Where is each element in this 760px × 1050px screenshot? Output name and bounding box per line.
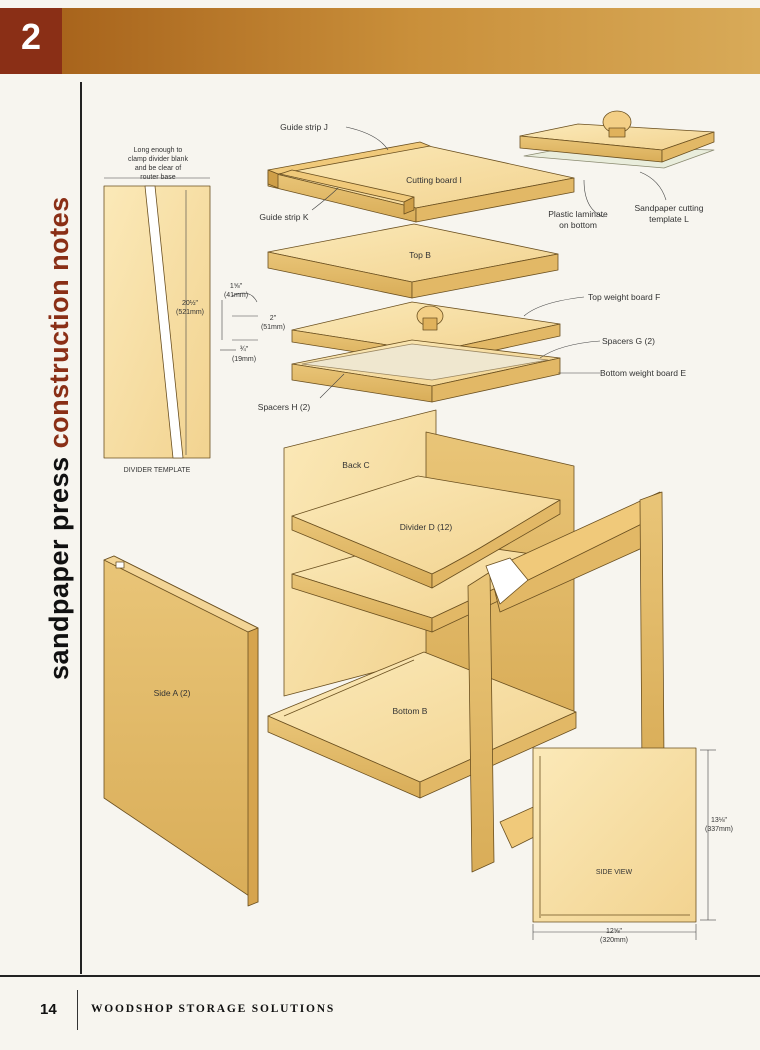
template-caption: DIVIDER TEMPLATE bbox=[124, 467, 191, 474]
label-top-b: Top B bbox=[409, 250, 431, 260]
template-dimension-lines bbox=[104, 177, 258, 455]
footer-separator bbox=[77, 990, 78, 1030]
page-frame-left bbox=[80, 82, 82, 974]
template-note-line-4: router base bbox=[140, 174, 176, 181]
side-view-width-in: 12⅝" bbox=[606, 928, 623, 935]
template-dim1-mm: (41mm) bbox=[224, 292, 248, 299]
side-view-labels: SIDE VIEW 13⅛" (337mm) 12⅝" (320mm) bbox=[596, 817, 733, 944]
divider-template bbox=[103, 185, 211, 459]
template-dim3-mm: (19mm) bbox=[232, 356, 256, 363]
bottom-weight-board bbox=[291, 339, 561, 403]
label-cutting-board: Cutting board I bbox=[406, 175, 462, 185]
label-divider-d: Divider D (12) bbox=[400, 522, 453, 532]
leader-lines bbox=[311, 126, 667, 399]
label-guide-strip-k: Guide strip K bbox=[259, 212, 308, 222]
label-bottom-weight-board: Bottom weight board E bbox=[600, 368, 686, 378]
side-view-height-mm: (337mm) bbox=[705, 826, 733, 833]
label-sandpaper-template-1: Sandpaper cutting bbox=[635, 203, 704, 213]
label-plastic-laminate-1: Plastic laminate bbox=[548, 209, 608, 219]
label-guide-strip-j: Guide strip J bbox=[280, 122, 328, 132]
page-number: 14 bbox=[40, 1001, 57, 1018]
side-view-height-in: 13⅛" bbox=[711, 817, 728, 824]
bottom-b bbox=[267, 651, 577, 799]
label-spacers-g: Spacers G (2) bbox=[602, 336, 655, 346]
label-spacers-h: Spacers H (2) bbox=[258, 402, 311, 412]
top-b bbox=[267, 223, 559, 299]
side-view bbox=[532, 747, 697, 923]
template-dim3-in: ¾" bbox=[240, 346, 249, 353]
side-a bbox=[103, 555, 259, 907]
template-note-line-3: and be clear of bbox=[135, 165, 181, 172]
page-frame-bottom bbox=[0, 975, 760, 977]
side-view-caption: SIDE VIEW bbox=[596, 869, 633, 876]
publication-title: WOODSHOP STORAGE SOLUTIONS bbox=[91, 1003, 336, 1015]
label-bottom-b: Bottom B bbox=[393, 706, 428, 716]
sandpaper-template bbox=[519, 110, 715, 169]
divider-d bbox=[291, 475, 561, 589]
header-bar: 2 bbox=[0, 0, 760, 74]
header-gold-band bbox=[62, 8, 760, 74]
side-view-dimension-lines bbox=[532, 749, 716, 940]
label-back-c: Back C bbox=[342, 460, 369, 470]
label-sandpaper-template-2: template L bbox=[649, 214, 689, 224]
cutting-board bbox=[267, 141, 575, 223]
template-dim1-in: 1⅝" bbox=[230, 283, 243, 290]
label-side-a: Side A (2) bbox=[154, 688, 191, 698]
template-dim2-mm: (51mm) bbox=[261, 324, 285, 331]
label-top-weight-board: Top weight board F bbox=[588, 292, 660, 302]
template-length-mm: (521mm) bbox=[176, 309, 204, 316]
label-plastic-laminate-2: on bottom bbox=[559, 220, 597, 230]
chapter-badge: 2 bbox=[0, 8, 62, 74]
part-labels: Guide strip J Guide strip K Cutting boar… bbox=[154, 122, 704, 716]
template-length-in: 20½" bbox=[182, 299, 199, 307]
chapter-number: 2 bbox=[20, 16, 42, 57]
template-note-line-1: Long enough to bbox=[134, 147, 183, 154]
template-note-line-2: clamp divider blank bbox=[128, 156, 188, 163]
template-labels: Long enough to clamp divider blank and b… bbox=[124, 147, 285, 474]
template-dim2-in: 2" bbox=[270, 315, 277, 322]
side-view-width-mm: (320mm) bbox=[600, 937, 628, 944]
